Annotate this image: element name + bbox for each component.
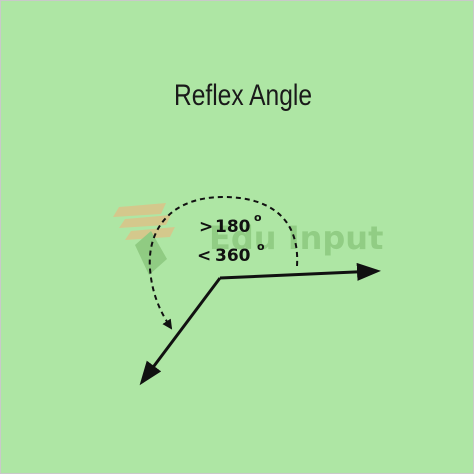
horizontal-ray [219, 262, 381, 281]
upper-degree-mark: o [257, 240, 265, 253]
diagram-title: Reflex Angle [174, 78, 312, 112]
slanted-ray [139, 277, 222, 386]
less-than-sign: < [197, 246, 211, 266]
greater-than-sign: > [199, 217, 213, 237]
upper-bound-value: 360 [215, 246, 251, 266]
lower-degree-mark: o [254, 211, 262, 224]
watermark-logo [113, 203, 175, 275]
reflex-arc [148, 195, 299, 330]
lower-bound-value: 180 [215, 217, 251, 237]
watermark-text: Edu Input [209, 219, 383, 257]
